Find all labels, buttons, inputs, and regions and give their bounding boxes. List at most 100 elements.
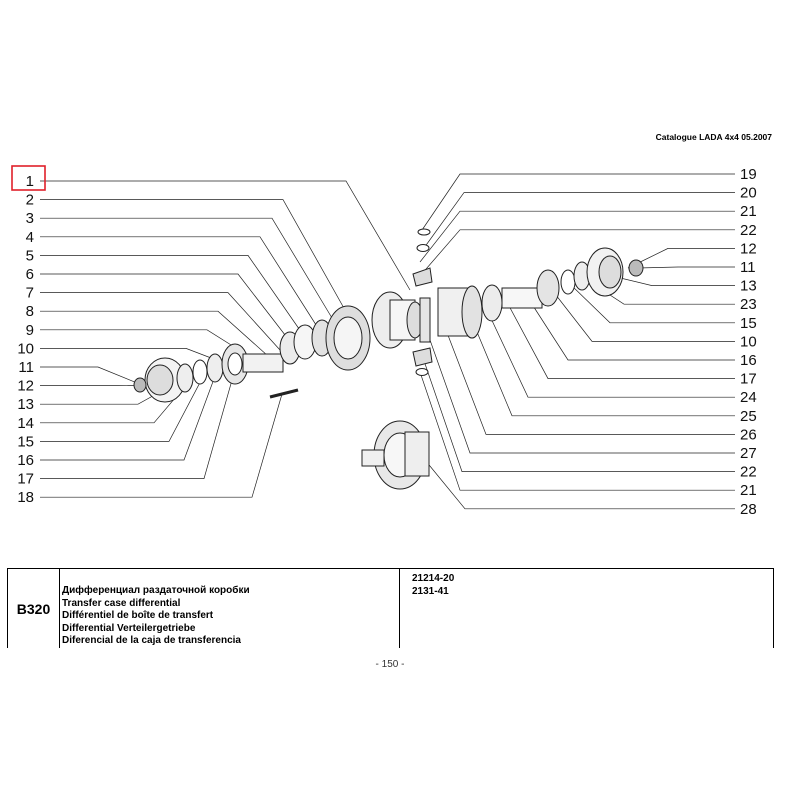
callout-number: 3 [26, 210, 34, 227]
flange-right [586, 247, 644, 297]
callout-number: 13 [17, 396, 34, 413]
callout-number: 7 [26, 285, 34, 302]
callout-number: 21 [740, 203, 757, 220]
leader-line [423, 192, 735, 249]
callout-number: 12 [17, 378, 34, 395]
leader-line [40, 236, 319, 329]
callout-number: 22 [740, 222, 757, 239]
info-table: B320 Дифференциал раздаточной коробки Tr… [7, 568, 774, 648]
differential-housing-left [371, 291, 424, 349]
leader-line [40, 255, 305, 337]
leader-line [419, 210, 735, 263]
catalogue-header: Catalogue LADA 4x4 05.2007 [655, 132, 772, 142]
callout-number: 21 [740, 482, 757, 499]
group-code: B320 [8, 569, 60, 648]
leader-line [487, 311, 735, 398]
callout-number: 15 [740, 315, 757, 332]
leader-line [627, 248, 735, 269]
leader-line [445, 329, 735, 435]
callout-number: 16 [17, 452, 34, 469]
bearing-right [481, 269, 560, 322]
callout-number: 6 [26, 266, 34, 283]
leader-line [611, 275, 735, 286]
description-list: Дифференциал раздаточной коробки Transfe… [60, 569, 400, 648]
leader-line [507, 303, 735, 379]
seal-rings-left [176, 353, 224, 393]
description-fr: Différentiel de boîte de transfert [62, 610, 214, 622]
leader-line [40, 310, 269, 357]
flange-left [133, 357, 186, 403]
leader-lines [40, 173, 735, 510]
callout-number: 5 [26, 247, 34, 264]
leader-line [40, 365, 237, 479]
leader-line [421, 354, 735, 472]
leader-line [40, 199, 346, 311]
model-code: 21214-20 [412, 573, 455, 584]
model-code: 2131-41 [412, 585, 449, 597]
callout-number: 17 [17, 471, 34, 488]
callout-number: 12 [740, 240, 757, 257]
callout-number: 2 [26, 192, 34, 209]
callout-number: 28 [740, 501, 757, 518]
callout-number: 8 [26, 303, 34, 320]
callout-number: 1 [26, 173, 34, 190]
callout-number: 26 [740, 426, 757, 443]
leader-line [40, 292, 281, 351]
callout-number: 24 [740, 389, 757, 406]
callout-number: 10 [17, 340, 34, 357]
callout-number: 27 [740, 445, 757, 462]
callout-number: 11 [18, 359, 34, 376]
roller-bearing-left [279, 319, 333, 365]
leader-line [527, 297, 735, 361]
differential-assembly [361, 420, 430, 490]
callout-number: 9 [26, 322, 34, 339]
leader-line [419, 371, 735, 491]
leader-line [424, 459, 735, 510]
driven-gear [325, 305, 371, 371]
callout-number: 17 [740, 371, 757, 388]
description-de: Differential Verteilergetriebe [62, 622, 196, 634]
callout-number: 19 [740, 166, 757, 183]
leader-line [40, 366, 143, 386]
leader-line [419, 229, 735, 277]
highlight-box [11, 165, 46, 191]
callout-number: 14 [17, 415, 34, 432]
leader-line [637, 266, 735, 269]
description-es: Diferencial de la caja de transferencia [62, 635, 241, 647]
description-ru: Дифференциал раздаточной коробки [62, 585, 250, 596]
callout-number: 25 [740, 408, 757, 425]
callout-number: 20 [740, 185, 757, 202]
leader-line [429, 339, 735, 454]
callout-number: 15 [17, 433, 34, 450]
bolt [269, 388, 299, 399]
parts-drawing [133, 228, 644, 490]
leader-line [551, 289, 735, 342]
bearing-left [221, 343, 284, 385]
leader-line [40, 372, 206, 442]
callout-number: 11 [740, 259, 756, 276]
callout-number: 10 [740, 333, 757, 350]
description-en: Transfer case differential [62, 597, 181, 609]
leader-line [40, 217, 333, 319]
callout-number: 23 [740, 296, 757, 313]
leader-line [419, 173, 735, 234]
seal-rings-right [560, 261, 591, 295]
callout-number: 18 [17, 489, 34, 506]
leader-line [40, 273, 293, 345]
leader-line [40, 367, 219, 461]
callout-number: 13 [740, 278, 757, 295]
callout-number: 16 [740, 352, 757, 369]
leader-line [569, 283, 735, 324]
callout-number: 22 [740, 464, 757, 481]
satellite-gears [412, 228, 433, 376]
leader-line [40, 393, 283, 498]
differential-housing-right [437, 285, 483, 339]
leader-line [471, 319, 735, 417]
page-number: - 150 - [375, 659, 405, 670]
model-list: 21214-20 2131-41 [400, 569, 775, 648]
leader-line [40, 180, 411, 291]
callout-number: 4 [26, 229, 34, 246]
